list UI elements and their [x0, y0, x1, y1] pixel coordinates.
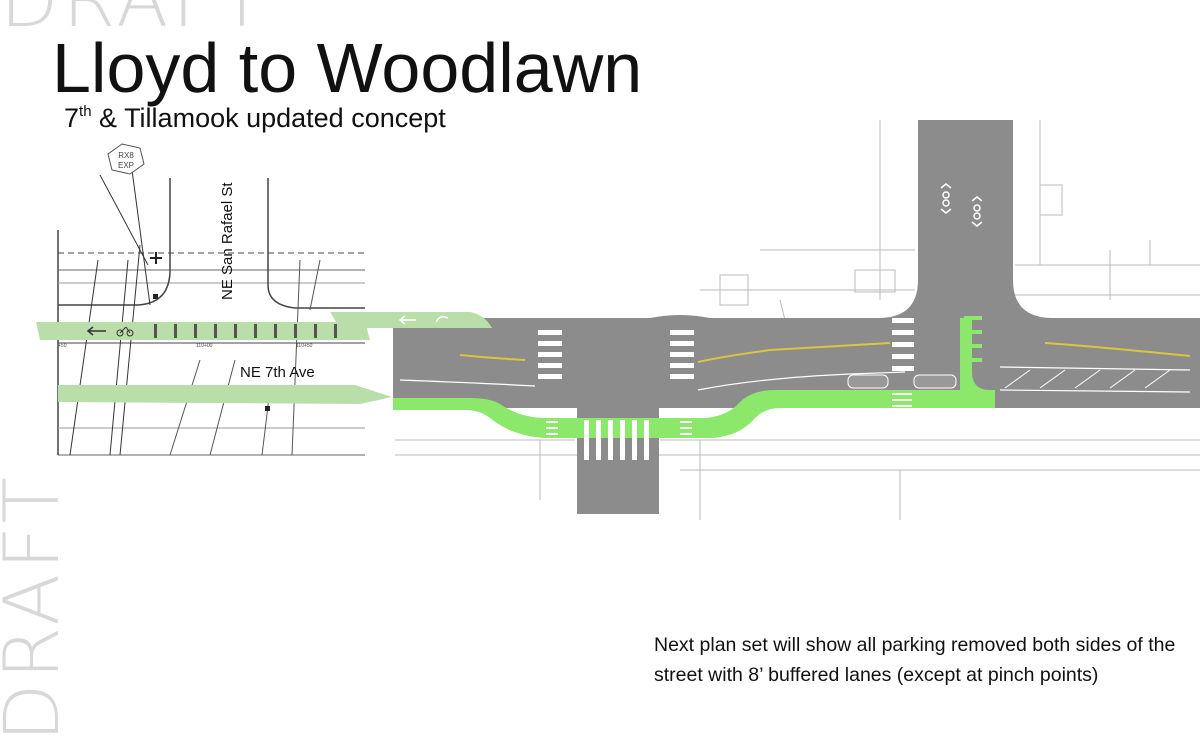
- plan-note: Next plan set will show all parking remo…: [654, 634, 1176, 686]
- center-line-west: [459, 354, 526, 361]
- station-label-2: 110+00: [196, 343, 213, 349]
- station-label-3: 110+50: [296, 343, 313, 349]
- crosswalk-east: [670, 330, 694, 379]
- street-label-ne-7th-ave: NE 7th Ave: [240, 364, 315, 381]
- crosswalk-south: [584, 420, 649, 460]
- existing-plan-drawing: [57, 143, 365, 456]
- bike-lane-arrow-icon: [86, 326, 106, 336]
- westbound-bike-lane-existing: [36, 322, 370, 340]
- crosswalk-north: [892, 318, 914, 371]
- subtitle-superscript: th: [79, 103, 92, 120]
- draft-watermark-top: DRAFT: [0, 0, 269, 38]
- westbound-lane-buffer-marks: [154, 324, 337, 338]
- buffer-islands: [847, 374, 957, 389]
- sign-label-rx8: RX8: [118, 151, 134, 160]
- eastbound-protected-bike-lane: [393, 390, 995, 438]
- center-line-middle: [697, 342, 891, 363]
- slide-title: Lloyd to Woodlawn: [52, 29, 643, 107]
- subtitle-number: 7: [64, 103, 80, 133]
- eastbound-bike-lane-existing: [58, 385, 392, 404]
- crosswalk-west: [538, 330, 562, 379]
- bike-symbol-icon: [116, 326, 134, 337]
- station-label-1: +50: [58, 343, 67, 349]
- sign-label-exp: EXP: [118, 161, 134, 170]
- slide-subtitle: 7th & Tillamook updated concept: [64, 103, 446, 134]
- bike-crossing-markings: [964, 316, 982, 362]
- street-label-ne-san-rafael-st: NE San Rafael St: [219, 182, 236, 300]
- bike-lane-dashes: [546, 393, 912, 435]
- context-linework: [395, 120, 1200, 520]
- lane-separation-lines: [399, 366, 1191, 393]
- hatched-buffer: [1004, 369, 1171, 389]
- center-line-east: [1044, 342, 1191, 357]
- sharrow-icon: [940, 183, 983, 227]
- bike-box-connector: [960, 318, 990, 390]
- proposed-bike-arrow-icon: [398, 315, 449, 325]
- subtitle-text: & Tillamook updated concept: [91, 103, 446, 133]
